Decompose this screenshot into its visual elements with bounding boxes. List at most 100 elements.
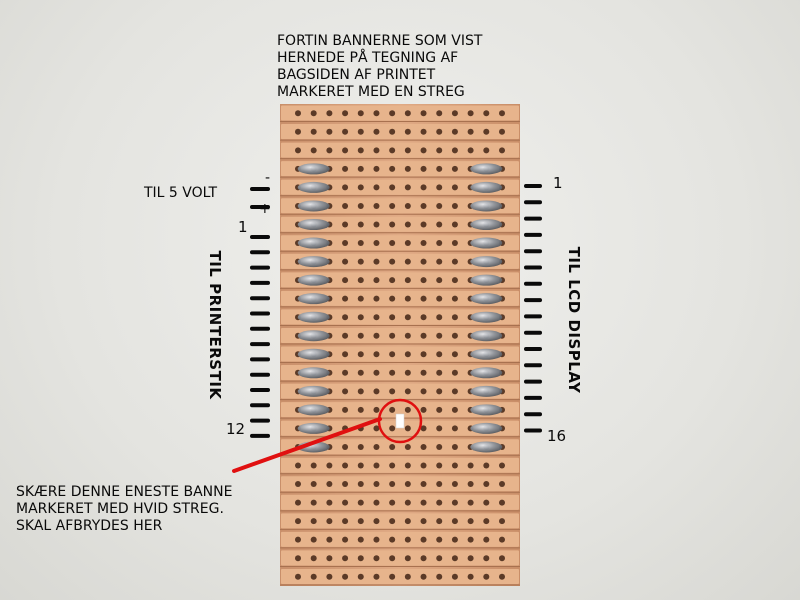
strip-hole (342, 518, 349, 525)
strip-hole (357, 518, 364, 525)
strip-hole (373, 165, 380, 172)
right-pin-dash (524, 281, 542, 286)
solder-joint (470, 274, 503, 286)
strip-hole (436, 425, 443, 432)
strip-hole (436, 184, 443, 191)
strip-hole (483, 536, 490, 543)
strip-hole (404, 202, 411, 209)
solder-joint (470, 219, 503, 230)
strip-hole (436, 499, 443, 506)
strip-hole (436, 406, 443, 413)
solder-joint (297, 330, 330, 342)
bottom-note-line-1: SKÆRE DENNE ENESTE BANNE (16, 484, 233, 500)
solder-joint (470, 441, 503, 453)
strip-hole (404, 499, 411, 506)
strip-hole (342, 555, 349, 562)
right-pin-dash (524, 216, 542, 221)
strip-hole (420, 351, 427, 358)
solder-joint (297, 385, 330, 397)
strip-hole (404, 425, 411, 432)
right-pin-dash (524, 249, 542, 254)
strip-hole (483, 128, 490, 135)
strip-hole (404, 388, 411, 395)
strip-hole (499, 462, 505, 469)
stripboard (280, 104, 520, 586)
copper-strip (281, 179, 519, 195)
strip-hole (342, 406, 349, 413)
strip-hole (357, 388, 364, 395)
strip-hole (295, 128, 301, 135)
strip-hole (373, 202, 380, 209)
strip-hole (467, 573, 474, 580)
strip-hole (420, 388, 427, 395)
right-pin-dash (524, 232, 542, 237)
solder-joint (297, 422, 330, 434)
strip-hole (389, 425, 396, 432)
strip-hole (342, 240, 349, 247)
solder-joint (297, 367, 330, 379)
strip-hole (420, 128, 427, 135)
strip-hole (451, 295, 458, 302)
strip-hole (389, 221, 396, 228)
strip-hole (404, 518, 411, 525)
strip-hole (467, 462, 474, 469)
copper-strip (281, 198, 519, 214)
strip-hole (310, 462, 317, 469)
strip-hole (373, 295, 380, 302)
strip-hole (451, 221, 458, 228)
strip-hole (357, 314, 364, 321)
strip-hole (389, 481, 396, 488)
copper-strip (281, 568, 519, 584)
strip-hole (342, 369, 349, 376)
strip-hole (420, 147, 427, 154)
strip-hole (342, 295, 349, 302)
left-pin-dash (250, 388, 270, 392)
solder-joint (470, 181, 503, 193)
strip-hole (326, 536, 333, 543)
strip-hole (404, 406, 411, 413)
strip-hole (404, 110, 411, 117)
strip-hole (483, 555, 490, 562)
strip-hole (499, 499, 505, 506)
strip-hole (357, 202, 364, 209)
top-instruction-note: FORTIN BANNERNE SOM VIST HERNEDE PÅ TEGN… (277, 33, 482, 101)
strip-hole (467, 536, 474, 543)
strip-hole (420, 573, 427, 580)
strip-hole (436, 481, 443, 488)
strip-hole (373, 314, 380, 321)
strip-hole (389, 147, 396, 154)
strip-hole (357, 277, 364, 284)
strip-hole (451, 277, 458, 284)
strip-hole (342, 351, 349, 358)
copper-strip (281, 235, 519, 251)
strip-hole (373, 555, 380, 562)
strip-hole (420, 277, 427, 284)
strip-hole (451, 332, 458, 339)
strip-hole (404, 277, 411, 284)
strip-hole (436, 202, 443, 209)
strip-hole (310, 573, 317, 580)
strip-hole (295, 147, 301, 154)
strip-hole (389, 277, 396, 284)
strip-hole (326, 555, 333, 562)
left-pin-dash (250, 357, 270, 362)
copper-strip (281, 494, 519, 510)
strip-hole (389, 388, 396, 395)
left-pin-dash (250, 403, 270, 408)
strip-hole (451, 462, 458, 469)
strip-hole (326, 499, 333, 506)
solder-joint (297, 256, 330, 268)
solder-joint (297, 219, 330, 230)
left-pin-dash (250, 433, 270, 438)
copper-strip (281, 346, 519, 362)
strip-hole (373, 332, 380, 339)
solder-joint (470, 348, 503, 360)
strip-hole (342, 202, 349, 209)
copper-strip (281, 272, 519, 288)
strip-hole (436, 388, 443, 395)
white-cut-mark (395, 413, 405, 429)
strip-hole (436, 277, 443, 284)
strip-hole (483, 573, 490, 580)
strip-hole (357, 165, 364, 172)
